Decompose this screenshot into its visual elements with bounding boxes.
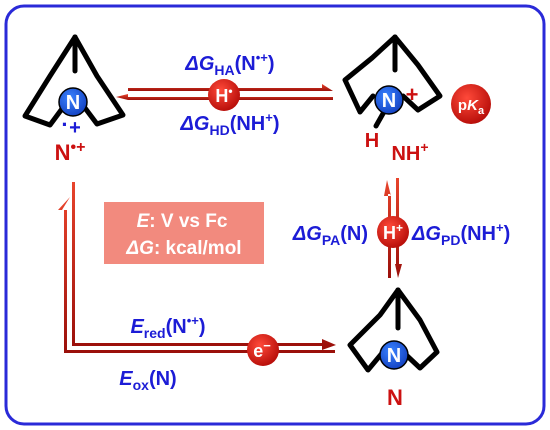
radical-dot: · [61,112,68,137]
dg-pd-label: ΔGPD(NH+) [411,220,510,248]
outer-frame [4,4,546,426]
legend-e-rest: : V vs Fc [149,211,228,232]
pka-label: pKa [458,97,485,117]
nitrogen-atom [374,85,404,115]
neutral-amine-molecule: N N [347,287,440,410]
protonated-label: NH+ [391,139,428,165]
h-atom-badge [208,79,240,111]
e-ox-label: Eox(N) [119,368,176,393]
radical-cation-label: N•+ [55,139,86,165]
nitrogen-symbol: N [66,92,80,114]
electron-label: e− [253,338,271,361]
dg-hd-label: ΔGHD(NH+) [179,110,279,138]
protonated-amine-molecule: N + H NH+ pKa [342,34,491,165]
h-atom-label: H• [215,84,232,106]
nitrogen-atom [379,340,409,370]
legend-line-units-e: E: V vs Fc [137,211,228,232]
legend-box [104,202,264,264]
cation-charge: + [69,117,81,139]
nitrogen-atom [58,87,88,117]
e-red-label: Ered(N•+) [130,313,205,341]
cation-charge: + [406,82,419,107]
nitrogen-symbol: N [382,90,396,112]
electron-badge [247,334,279,366]
dg-ha-label: ΔGHA(N•+) [184,50,274,78]
legend-e-var: E [137,211,151,232]
proton-label: H+ [383,221,403,243]
legend-line-units-dg: ΔG: kcal/mol [125,238,241,259]
hydrogen-symbol: H [365,130,379,152]
pka-badge [451,84,491,124]
legend-dg-var: ΔG [125,238,154,259]
neutral-label: N [387,385,403,410]
proton-badge [377,216,409,248]
nitrogen-symbol: N [387,345,401,367]
radical-cation-molecule: N · + N•+ [22,34,126,165]
dg-pa-label: ΔGPA(N) [292,223,368,248]
legend-dg-rest: : kcal/mol [154,238,242,259]
